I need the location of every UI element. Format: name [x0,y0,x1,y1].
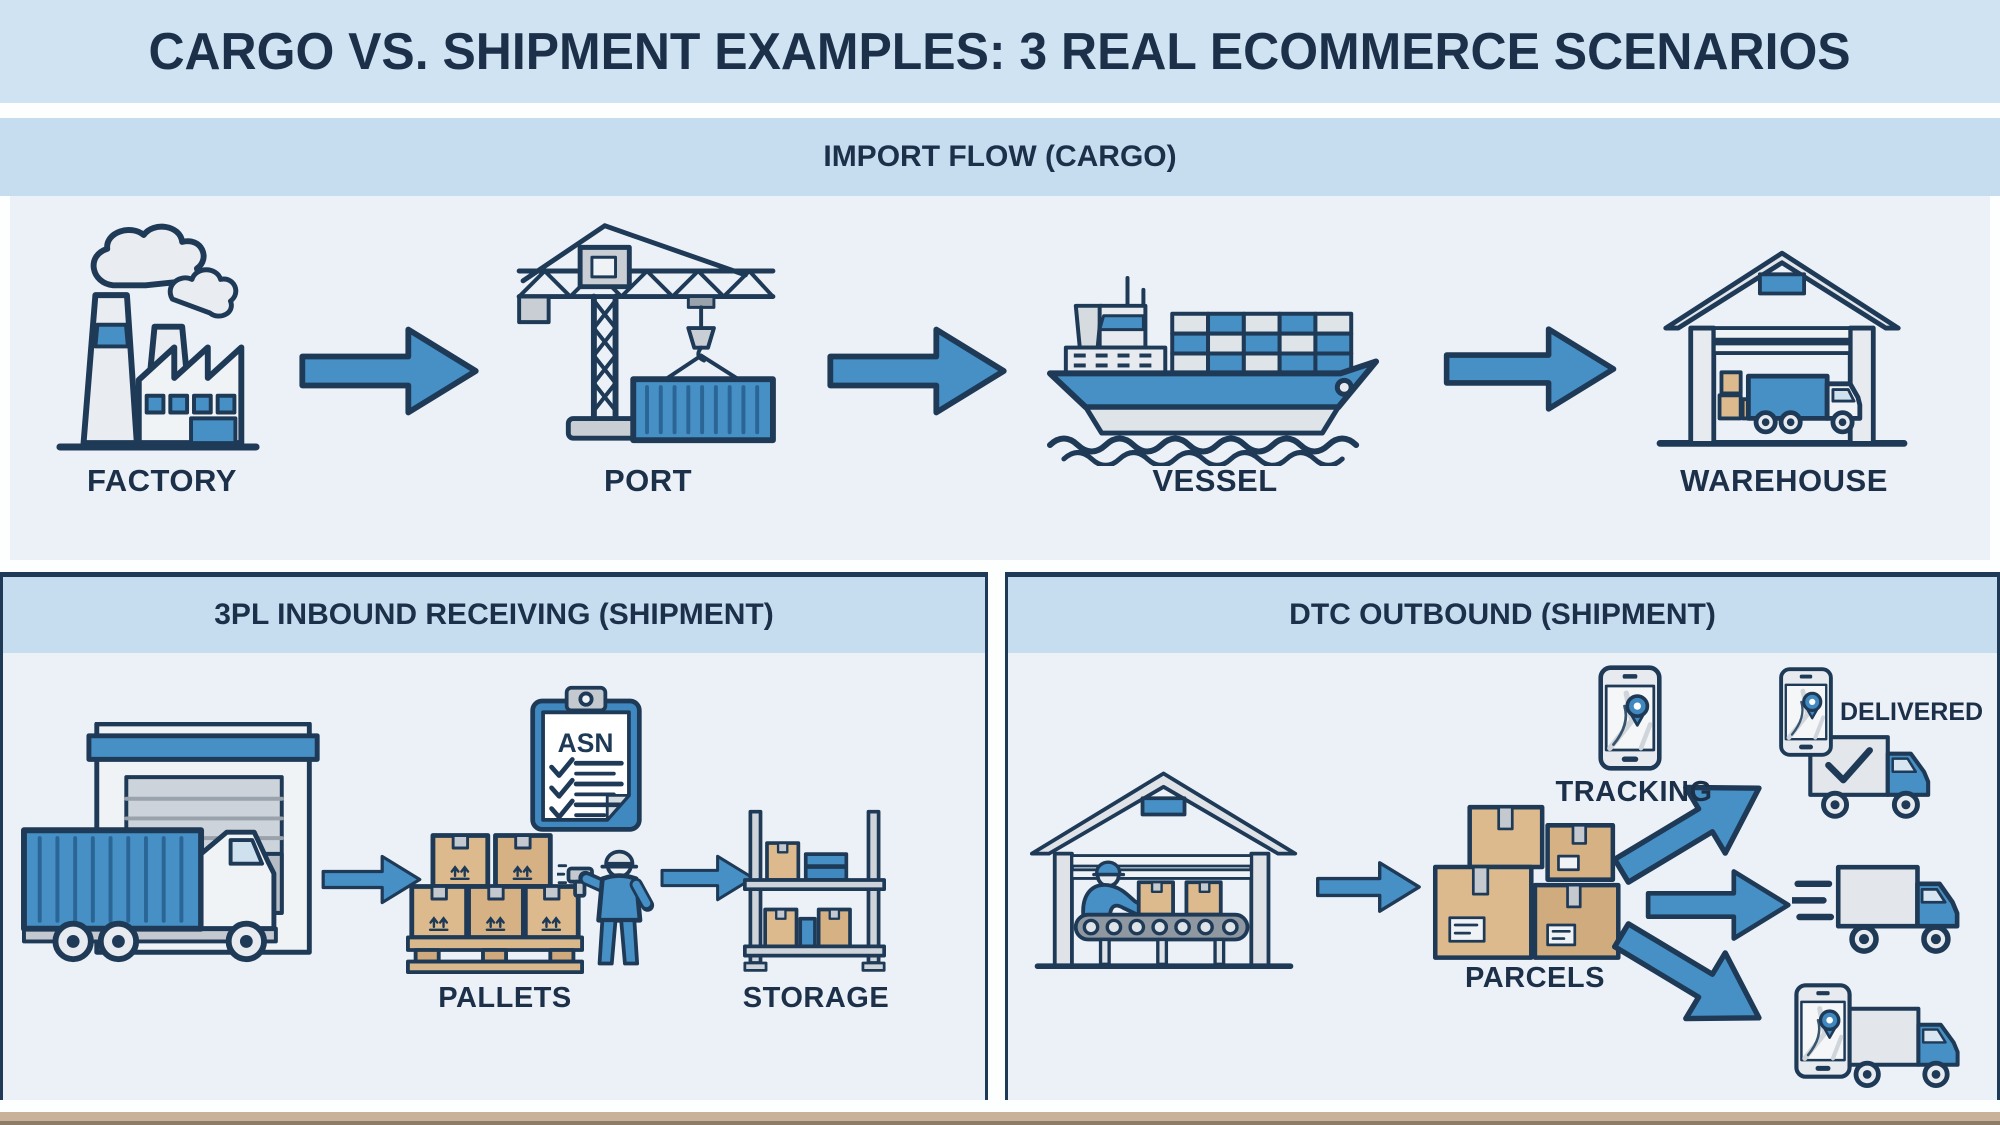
asn-text: ASN [558,728,614,758]
worker-scanner-icon [557,845,675,972]
footer-strip [0,1112,2000,1125]
tracking-phone-icon [1597,664,1663,772]
pallets-label: PALLETS [438,982,572,1014]
last-mile-phone-icon [1793,982,1853,1080]
vessel-icon [1040,252,1388,466]
step-label-factory: FACTORY [87,463,237,498]
parcels-label: PARCELS [1465,962,1605,994]
inbound-header: 3PL INBOUND RECEIVING (SHIPMENT) [214,598,774,631]
last-mile-truck-icon [1840,996,1972,1096]
asn-clipboard-icon: ASN [527,684,645,835]
parcels-icon [1428,798,1650,984]
import-flow-header: IMPORT FLOW (CARGO) [823,140,1177,173]
flow-arrow-icon [660,850,756,906]
fan-arrow-mid-icon [1645,862,1793,948]
flow-arrow-icon [321,850,423,909]
inbound-header-band: 3PL INBOUND RECEIVING (SHIPMENT) [3,577,985,653]
flow-arrow-icon [298,318,482,424]
outbound-header: DTC OUTBOUND (SHIPMENT) [1289,598,1716,631]
import-flow-header-band: IMPORT FLOW (CARGO) [0,118,2000,196]
flow-arrow-icon [826,318,1010,424]
tracking-label: TRACKING [1555,776,1713,808]
delivered-phone-icon [1778,666,1834,758]
title-band: CARGO VS. SHIPMENT EXAMPLES: 3 REAL ECOM… [0,0,2000,103]
fan-arrow-down-icon [1593,891,1789,1063]
flow-arrow-icon [1315,856,1423,918]
delivered-label: DELIVERED [1840,698,1984,726]
dock-truck-icon [18,722,333,968]
outbound-header-band: DTC OUTBOUND (SHIPMENT) [1008,577,1997,653]
step-label-port: PORT [603,463,693,498]
dtc-warehouse-icon [1028,762,1300,991]
pallets-icon [406,822,584,976]
port-crane-icon [505,210,791,451]
factory-icon [52,222,264,459]
flow-arrow-icon [1442,318,1620,420]
page-title: CARGO VS. SHIPMENT EXAMPLES: 3 REAL ECOM… [148,22,1852,81]
fan-arrow-up-icon [1593,743,1789,915]
storage-label: STORAGE [742,982,890,1014]
step-label-warehouse: WAREHOUSE [1680,463,1888,498]
step-label-vessel: VESSEL [1152,463,1278,498]
warehouse-icon [1652,232,1912,453]
fast-truck-icon [1792,858,1972,964]
storage-rack-icon [743,806,886,977]
